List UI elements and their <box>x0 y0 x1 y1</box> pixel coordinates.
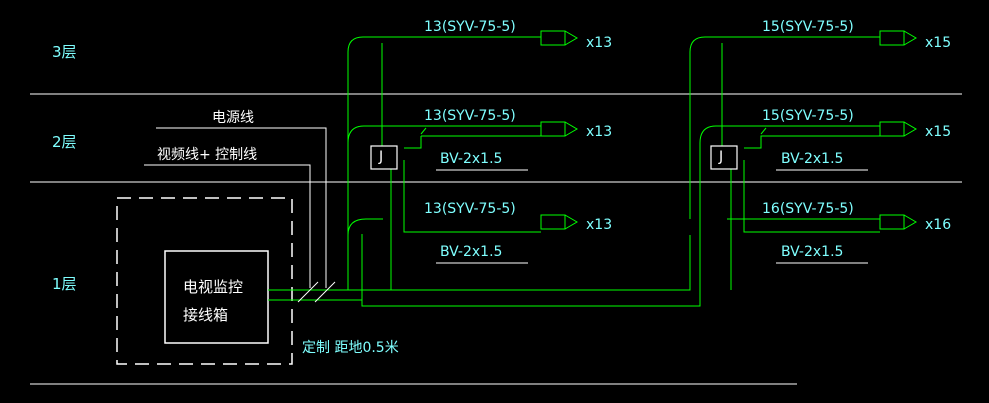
junction-right-label: J <box>719 149 724 165</box>
junction-box-left <box>370 145 398 170</box>
right-cable-f2-label: 15(SYV-75-5) <box>762 108 854 124</box>
cabinet-label-line2: 接线箱 <box>183 306 229 324</box>
left-cable-f3-label: 13(SYV-75-5) <box>424 19 516 35</box>
terminal-right-f1 <box>879 214 917 230</box>
right-count-f3: x15 <box>925 35 952 51</box>
left-cable-f2-label: 13(SYV-75-5) <box>424 108 516 124</box>
video-control-line-label: 视频线+ 控制线 <box>157 147 258 163</box>
left-power-f1-label: BV-2x1.5 <box>440 244 503 260</box>
left-count-f3: x13 <box>586 35 613 51</box>
right-cable-f1-label: 16(SYV-75-5) <box>762 201 854 217</box>
left-count-f1: x13 <box>586 217 613 233</box>
right-cable-f3-label: 15(SYV-75-5) <box>762 19 854 35</box>
terminal-left-f2 <box>540 121 578 137</box>
right-count-f1: x16 <box>925 217 952 233</box>
left-riser-f2 <box>347 125 541 144</box>
right-count-f2: x15 <box>925 124 952 140</box>
right-power-f2-label: BV-2x1.5 <box>781 151 844 167</box>
feeder-right-outer <box>361 143 701 307</box>
dashed-enclosure <box>116 197 293 365</box>
right-power-f1-label: BV-2x1.5 <box>781 244 844 260</box>
terminal-right-f2 <box>879 121 917 137</box>
floor-1-label: 1层 <box>52 275 77 293</box>
terminal-right-f3 <box>879 30 917 46</box>
terminal-left-f1 <box>540 214 578 230</box>
floor-2-label: 2层 <box>52 133 77 151</box>
left-riser-f3 <box>347 36 541 290</box>
junction-left-label: J <box>379 149 384 165</box>
install-note: 定制 距地0.5米 <box>302 340 399 356</box>
junction-box-right <box>710 145 738 170</box>
left-riser-f1 <box>347 218 383 236</box>
video-leader-line <box>144 164 311 288</box>
feeder-right-inner <box>348 235 691 291</box>
cabinet-label-line1: 电视监控 <box>183 278 244 296</box>
terminal-left-f3 <box>540 30 578 46</box>
left-cable-f1-label: 13(SYV-75-5) <box>424 201 516 217</box>
left-power-f2-label: BV-2x1.5 <box>440 151 503 167</box>
feeder-right-trunk <box>689 36 880 219</box>
left-count-f2: x13 <box>586 124 613 140</box>
floor-3-label: 3层 <box>52 43 77 61</box>
monitoring-cabinet <box>164 250 269 344</box>
power-leader-line <box>156 127 327 288</box>
power-line-label: 电源线 <box>212 110 254 126</box>
